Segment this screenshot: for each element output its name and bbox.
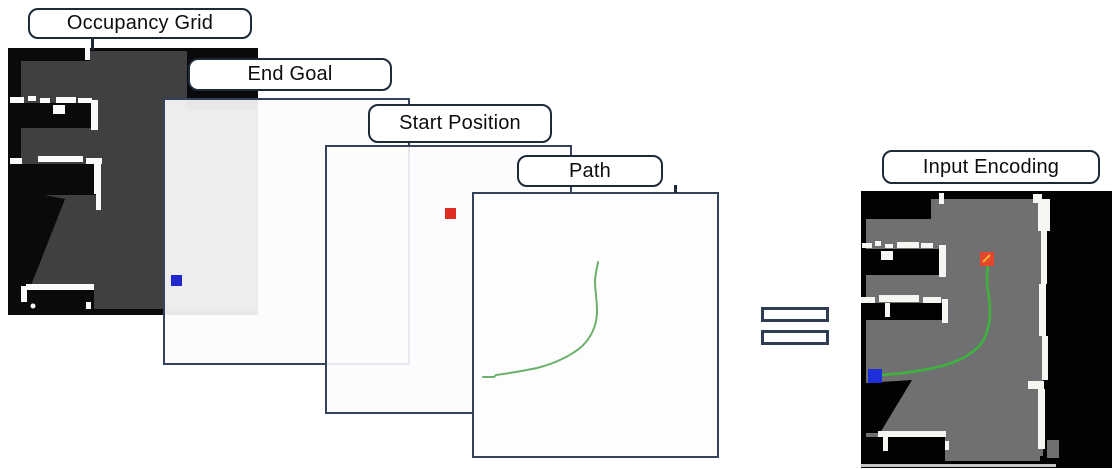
- start-marker: [445, 208, 456, 219]
- start-position-label-text: Start Position: [399, 112, 521, 134]
- encoding-path-curve: [873, 262, 992, 377]
- input-encoding-image: [861, 191, 1112, 468]
- path-label: Path: [517, 155, 663, 187]
- path-curve: [482, 261, 599, 378]
- occupancy-grid-label: Occupancy Grid: [28, 8, 252, 39]
- input-encoding-label: Input Encoding: [882, 150, 1100, 184]
- path-label-text: Path: [569, 159, 611, 182]
- end-goal-label: End Goal: [188, 58, 392, 91]
- goal-marker: [171, 275, 182, 286]
- start-position-label: Start Position: [368, 104, 552, 143]
- occupancy-grid-label-text: Occupancy Grid: [66, 12, 214, 34]
- end-goal-label-text: End Goal: [247, 63, 333, 85]
- encoding-goal-marker: [868, 369, 882, 383]
- input-encoding-label-text: Input Encoding: [922, 155, 1060, 178]
- path-panel: [472, 192, 719, 458]
- occupancy-grid-label-connector: [91, 38, 94, 50]
- path-label-connector: [674, 185, 677, 193]
